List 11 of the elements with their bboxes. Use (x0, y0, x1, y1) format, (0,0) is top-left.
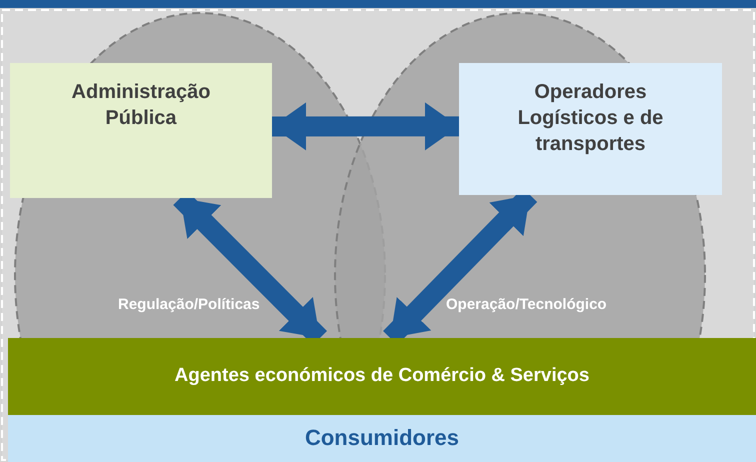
edge-label: Regulação/Políticas (118, 296, 260, 313)
text-box (459, 63, 722, 195)
node-label: Agentes económicos de Comércio & Serviços (174, 364, 590, 388)
node-label: Administração Pública (70, 80, 212, 131)
band (8, 415, 756, 462)
band (8, 338, 756, 415)
edge-label: Operação/Tecnológico (446, 296, 607, 313)
text-box (10, 63, 272, 198)
node-label: Consumidores (304, 424, 460, 452)
node-label: Operadores Logísticos e de transportes (516, 80, 664, 157)
double-arrow (272, 102, 459, 150)
